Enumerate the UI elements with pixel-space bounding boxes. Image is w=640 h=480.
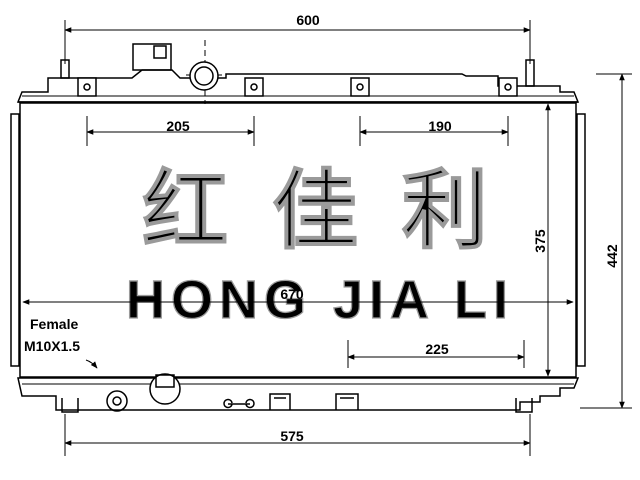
watermark-latin: HONG JIA LI: [126, 270, 514, 330]
dimension-labels: 600 205 190 670 225 575 375 442: [166, 12, 620, 444]
bottom-tank: [17, 373, 580, 413]
dim-top-right-span: 190: [428, 118, 452, 134]
dim-bottom-width: 575: [280, 428, 304, 444]
dim-bottom-span: 225: [425, 341, 449, 357]
watermark: 红 佳 利 HONG JIA LI: [125, 162, 514, 330]
dim-overall-height: 442: [604, 244, 620, 268]
watermark-chinese: 红 佳 利: [142, 163, 498, 259]
note-line-1: Female: [30, 316, 78, 332]
dim-core-height: 375: [532, 229, 548, 253]
top-tank: [16, 40, 580, 104]
dimension-lines: [22, 20, 632, 456]
dim-top-left-span: 205: [166, 118, 190, 134]
fitting-note: Female M10X1.5: [24, 316, 80, 354]
dim-overall-width: 600: [296, 12, 320, 28]
note-line-2: M10X1.5: [24, 338, 80, 354]
dim-core-width: 670: [280, 286, 304, 302]
radiator-core: [10, 102, 586, 378]
